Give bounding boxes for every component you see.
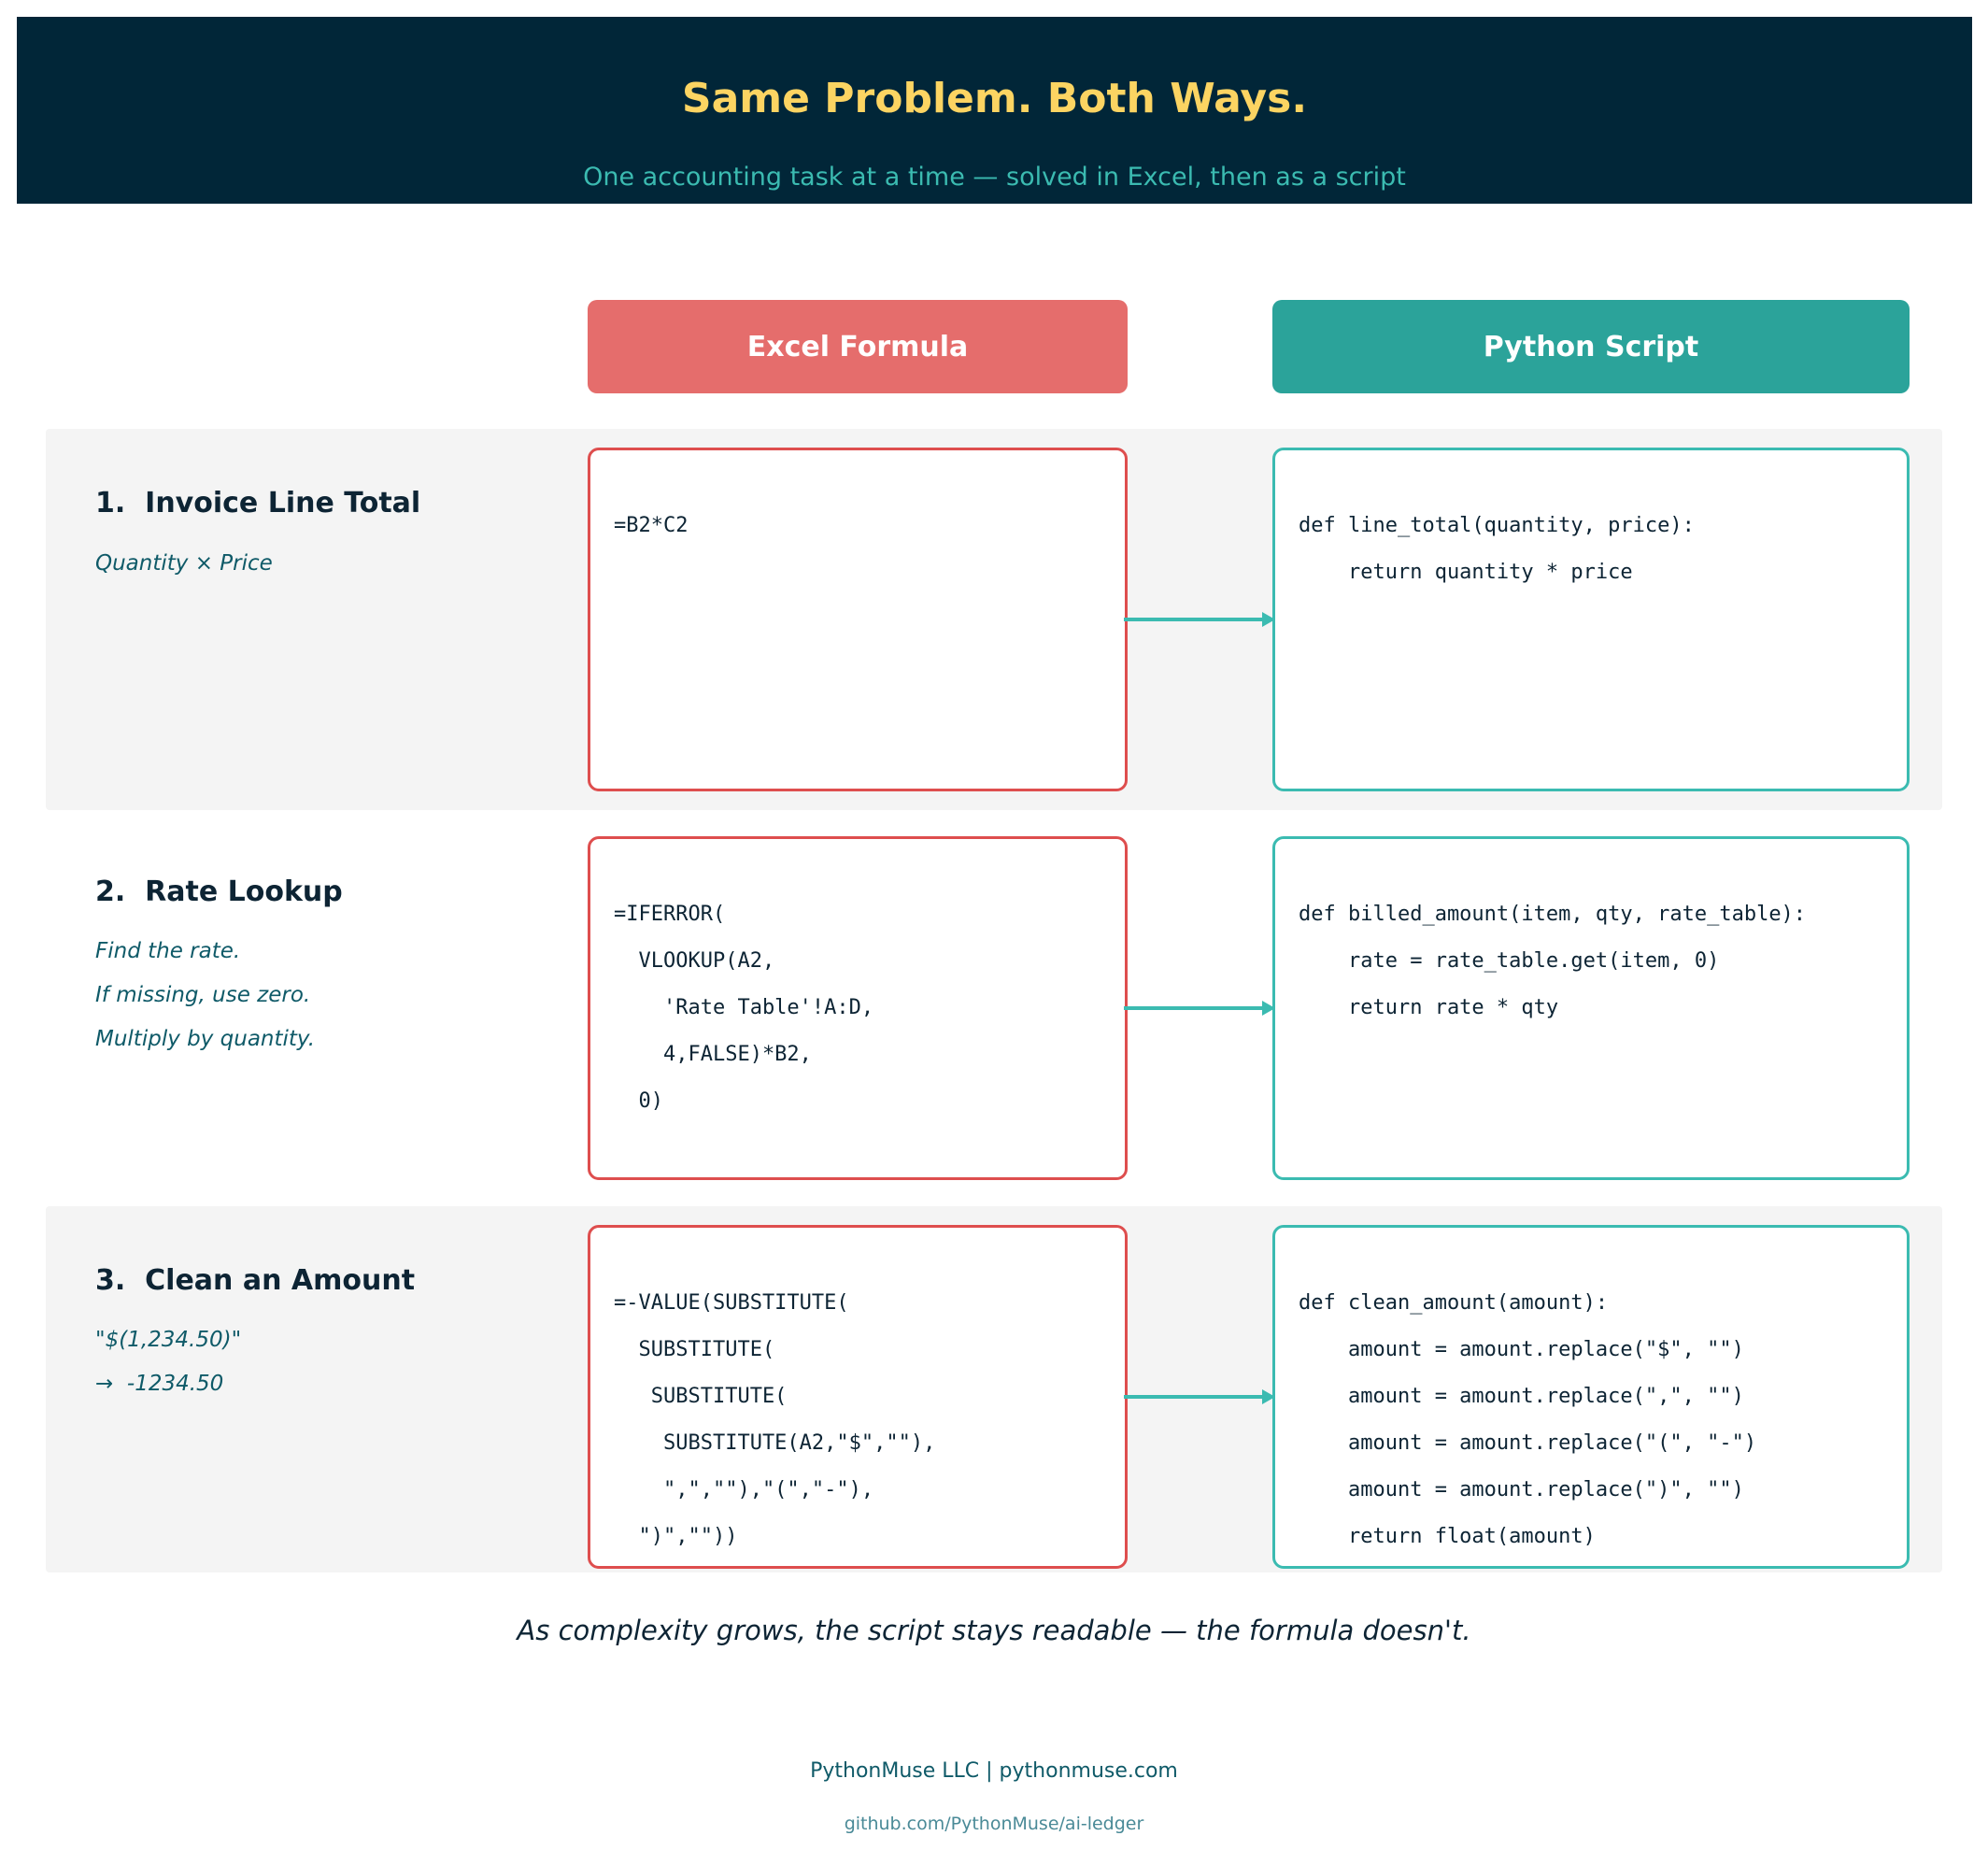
excel-column-header: Excel Formula	[588, 300, 1128, 393]
header-banner: Same Problem. Both Ways. One accounting …	[17, 17, 1972, 204]
footer-repo-link[interactable]: github.com/PythonMuse/ai-ledger	[844, 1814, 1144, 1834]
row-2-description: Find the rate. If missing, use zero. Mul…	[95, 930, 315, 1061]
row-1-title: 1. Invoice Line Total	[95, 487, 421, 519]
row-3-desc-line: "$(1,234.50)"	[95, 1328, 242, 1352]
row-1-excel-code: =B2*C2	[614, 503, 688, 549]
row-2-arrow-icon	[1124, 1001, 1275, 1016]
row-1-python-code: def line_total(quantity, price): return …	[1299, 503, 1695, 596]
code-line: 'Rate Table'!A:D,	[614, 996, 874, 1019]
row-1-description: Quantity × Price	[95, 542, 273, 586]
code-line: 0)	[614, 1089, 663, 1113]
row-1-excel-box: =B2*C2	[588, 448, 1128, 791]
code-line: SUBSTITUTE(A2,"$",""),	[614, 1431, 936, 1455]
row-1-arrow-icon	[1124, 612, 1275, 627]
code-line: return rate * qty	[1299, 996, 1559, 1019]
row-2-desc-line: If missing, use zero.	[95, 983, 311, 1007]
code-line: VLOOKUP(A2,	[614, 949, 775, 973]
row-3-desc-line: → -1234.50	[95, 1372, 224, 1396]
code-line: rate = rate_table.get(item, 0)	[1299, 949, 1720, 973]
code-line: =B2*C2	[614, 514, 689, 537]
code-line: return quantity * price	[1299, 561, 1633, 584]
row-2-python-code: def billed_amount(item, qty, rate_table)…	[1299, 891, 1806, 1032]
row-1-desc-line: Quantity × Price	[95, 551, 273, 576]
page-subtitle: One accounting task at a time — solved i…	[583, 163, 1406, 192]
code-line: def clean_amount(amount):	[1299, 1291, 1609, 1315]
code-line: amount = amount.replace(",", "")	[1299, 1385, 1744, 1408]
code-line: SUBSTITUTE(	[614, 1385, 788, 1408]
code-line: def billed_amount(item, qty, rate_table)…	[1299, 903, 1807, 926]
row-2-excel-code: =IFERROR( VLOOKUP(A2, 'Rate Table'!A:D, …	[614, 891, 873, 1125]
row-3-title: 3. Clean an Amount	[95, 1264, 416, 1297]
code-line: ")",""))	[614, 1525, 738, 1548]
row-3-python-code: def clean_amount(amount): amount = amoun…	[1299, 1280, 1756, 1560]
footer-company: PythonMuse LLC | pythonmuse.com	[810, 1759, 1178, 1783]
code-line: def line_total(quantity, price):	[1299, 514, 1695, 537]
row-2-excel-box: =IFERROR( VLOOKUP(A2, 'Rate Table'!A:D, …	[588, 836, 1128, 1180]
row-3-python-box: def clean_amount(amount): amount = amoun…	[1272, 1225, 1910, 1569]
code-line: =-VALUE(SUBSTITUTE(	[614, 1291, 849, 1315]
row-2-python-box: def billed_amount(item, qty, rate_table)…	[1272, 836, 1910, 1180]
code-line: 4,FALSE)*B2,	[614, 1043, 812, 1066]
row-3-arrow-icon	[1124, 1389, 1275, 1404]
code-line: SUBSTITUTE(	[614, 1338, 775, 1361]
row-2-title: 2. Rate Lookup	[95, 875, 343, 908]
code-line: amount = amount.replace("$", "")	[1299, 1338, 1744, 1361]
code-line: amount = amount.replace(")", "")	[1299, 1478, 1744, 1501]
code-line: =IFERROR(	[614, 903, 726, 926]
row-2-desc-line: Find the rate.	[95, 939, 241, 963]
row-3-excel-code: =-VALUE(SUBSTITUTE( SUBSTITUTE( SUBSTITU…	[614, 1280, 935, 1560]
code-line: return float(amount)	[1299, 1525, 1596, 1548]
python-column-header: Python Script	[1272, 300, 1910, 393]
tagline: As complexity grows, the script stays re…	[517, 1615, 1471, 1646]
code-line: ",",""),"(","-"),	[614, 1478, 874, 1501]
code-line: amount = amount.replace("(", "-")	[1299, 1431, 1757, 1455]
page-title: Same Problem. Both Ways.	[681, 75, 1308, 122]
row-3-description: "$(1,234.50)" → -1234.50	[95, 1318, 241, 1406]
row-2-desc-line: Multiply by quantity.	[95, 1027, 316, 1051]
row-3-excel-box: =-VALUE(SUBSTITUTE( SUBSTITUTE( SUBSTITU…	[588, 1225, 1128, 1569]
row-1-python-box: def line_total(quantity, price): return …	[1272, 448, 1910, 791]
